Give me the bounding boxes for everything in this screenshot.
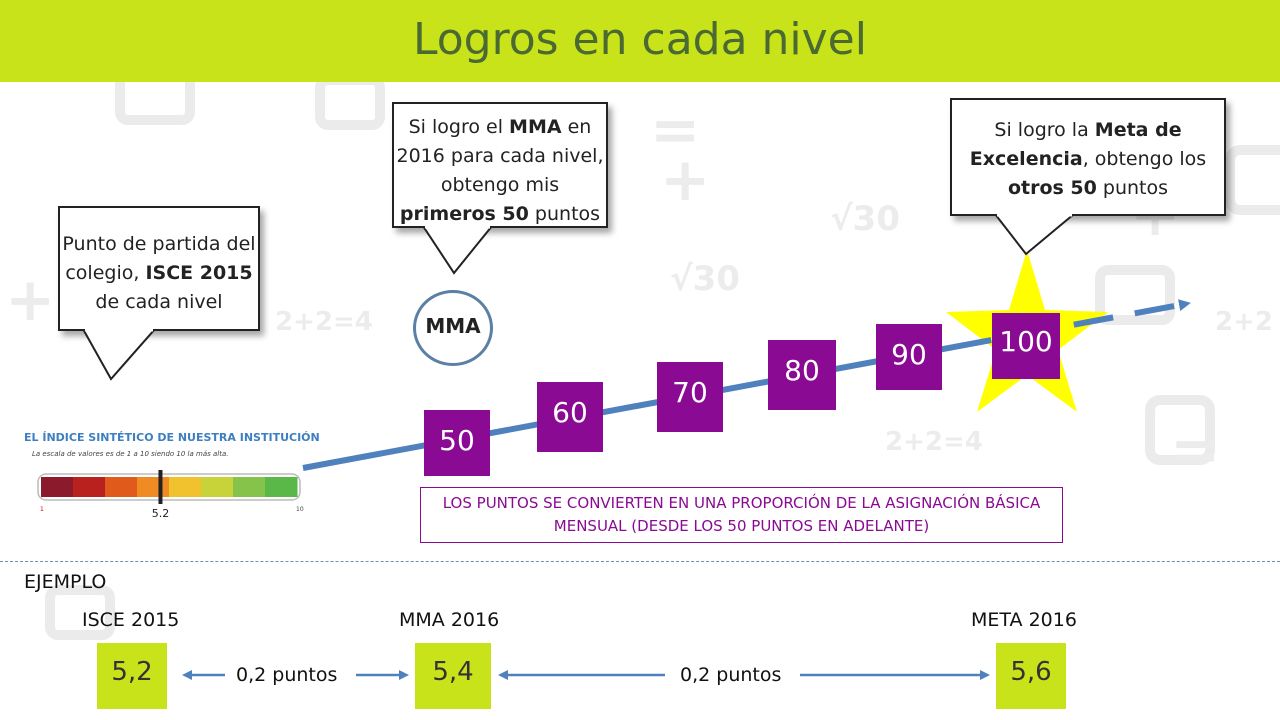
isce-scale-segment	[265, 477, 298, 497]
step-value: 80	[784, 354, 820, 387]
callout-meta-bold: Meta de Excelencia	[969, 119, 1182, 170]
step-value: 60	[552, 396, 588, 429]
callout-meta-text-mid: , obtengo los	[1082, 148, 1207, 170]
example-diff-1: 0,2 puntos	[236, 664, 338, 686]
example-meta-value: 5,6	[1010, 657, 1052, 687]
example-isce-value-box: 5,2	[97, 643, 167, 709]
step-value: 70	[672, 376, 708, 409]
svg-text:+: +	[5, 265, 55, 335]
callout-start-bold: ISCE 2015	[145, 262, 253, 284]
step-value: 50	[439, 424, 475, 457]
isce-scale-segment	[105, 477, 138, 497]
isce-panel-title: EL ÍNDICE SINTÉTICO DE NUESTRA INSTITUCI…	[24, 431, 320, 444]
isce-scale-segment	[41, 477, 74, 497]
callout-start: Punto de partida del colegio, ISCE 2015 …	[58, 206, 260, 331]
callout-mma-bold: MMA	[509, 116, 562, 138]
svg-text:+: +	[660, 145, 710, 215]
example-isce-label: ISCE 2015	[82, 609, 180, 631]
callout-mma-tail	[421, 226, 494, 275]
svg-text:√30: √30	[830, 199, 900, 239]
svg-text:=: =	[1170, 415, 1220, 485]
callout-meta: Si logro la Meta de Excelencia, obtengo …	[950, 98, 1226, 216]
step-value: 90	[891, 338, 927, 371]
isce-scale-segment	[169, 477, 202, 497]
callout-start-tail	[81, 329, 157, 381]
header-bar: Logros en cada nivel	[0, 0, 1280, 82]
svg-text:2+2=4: 2+2=4	[885, 427, 983, 457]
callout-mma-text: Si logro el	[408, 116, 510, 138]
isce-scale-segment	[137, 477, 170, 497]
callout-meta-tail	[993, 214, 1076, 256]
example-mma-value-box: 5,4	[415, 643, 491, 709]
step-box-50: 50	[424, 410, 490, 476]
isce-scale-max: 10	[296, 506, 304, 513]
callout-mma-text-mid: en 2016 para cada nivel, obtengo mis	[396, 116, 604, 196]
step-value: 100	[999, 325, 1053, 358]
svg-text:2+2: 2+2	[1215, 307, 1273, 337]
example-diff-2: 0,2 puntos	[680, 664, 782, 686]
example-isce-value: 5,2	[111, 657, 153, 687]
isce-scale: 1 10 5.2	[37, 470, 304, 520]
svg-text:2+2=4: 2+2=4	[275, 307, 373, 337]
step-box-90: 90	[876, 324, 942, 390]
example-heading: EJEMPLO	[24, 571, 107, 593]
example-mma-label: MMA 2016	[399, 609, 500, 631]
isce-scale-segment	[73, 477, 106, 497]
step-box-60: 60	[537, 382, 603, 452]
step-box-70: 70	[657, 362, 723, 432]
callout-mma-text-end: puntos	[528, 203, 601, 225]
callout-meta-bold2: otros 50	[1007, 177, 1097, 199]
isce-panel: EL ÍNDICE SINTÉTICO DE NUESTRA INSTITUCI…	[18, 425, 320, 525]
example-mma-value: 5,4	[432, 657, 474, 687]
callout-meta-text: Si logro la	[994, 119, 1095, 141]
points-note: LOS PUNTOS SE CONVIERTEN EN UNA PROPORCI…	[420, 487, 1063, 543]
points-note-text: LOS PUNTOS SE CONVIERTEN EN UNA PROPORCI…	[442, 494, 1041, 535]
section-divider	[0, 561, 1280, 562]
isce-marker	[158, 470, 163, 504]
callout-start-text-end: de cada nivel	[95, 291, 223, 313]
step-box-80: 80	[768, 340, 836, 410]
mma-circle: MMA	[413, 290, 493, 366]
step-box-100: 100	[992, 313, 1060, 379]
callout-mma: Si logro el MMA en 2016 para cada nivel,…	[392, 102, 608, 228]
isce-panel-subtitle: La escala de valores es de 1 a 10 siendo…	[32, 450, 229, 458]
isce-scale-min: 1	[40, 506, 44, 513]
svg-text:√30: √30	[670, 259, 740, 299]
example-meta-value-box: 5,6	[996, 643, 1066, 709]
callout-start-text: Punto de partida del colegio,	[62, 233, 256, 284]
isce-scale-segment	[201, 477, 234, 497]
page-title: Logros en cada nivel	[413, 14, 867, 65]
mma-circle-label: MMA	[425, 314, 481, 338]
callout-meta-text-end: puntos	[1096, 177, 1169, 199]
isce-scale-segment	[233, 477, 266, 497]
callout-mma-bold2: primeros 50	[399, 203, 529, 225]
example-meta-label: META 2016	[971, 609, 1077, 631]
svg-text:=: =	[650, 95, 700, 165]
isce-value: 5.2	[152, 507, 170, 520]
